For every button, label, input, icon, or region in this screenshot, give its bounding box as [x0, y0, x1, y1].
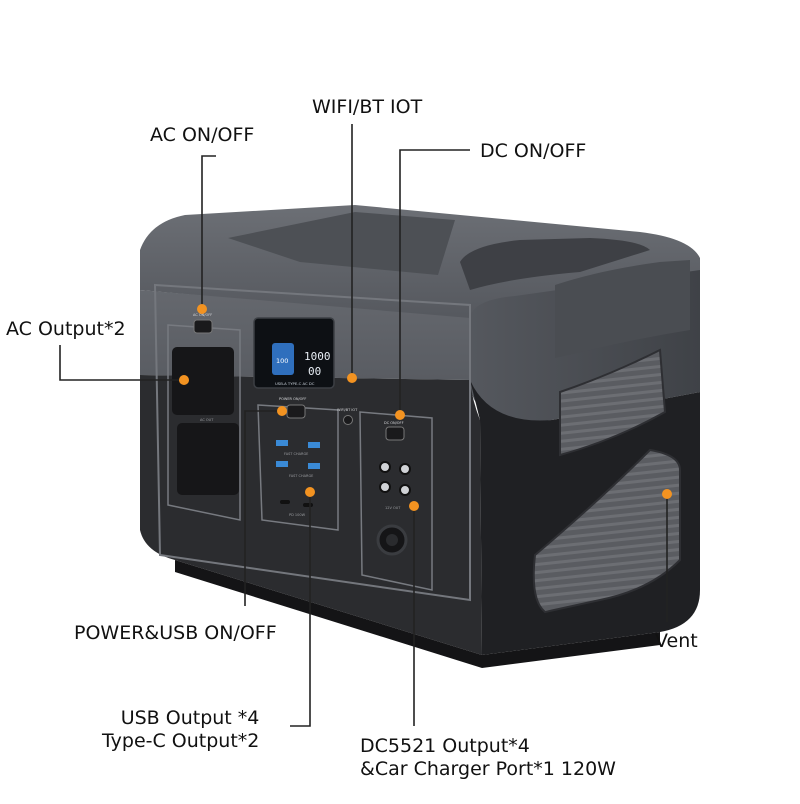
- callout-dc-onoff: DC ON/OFF: [480, 140, 587, 162]
- callout-vent: Vent: [655, 630, 698, 652]
- lid-recess: [228, 212, 455, 275]
- panel-label-power-onoff: POWER ON/OFF: [279, 397, 306, 401]
- marker-dc-onoff: [395, 410, 405, 420]
- marker-power-usb: [277, 406, 287, 416]
- usb-a-port-4[interactable]: [308, 463, 320, 469]
- callout-usb-output: USB Output *4 Type-C Output*2: [102, 707, 260, 752]
- panel-label-fast-charge-1: FAST CHARGE: [284, 452, 308, 456]
- type-c-port-1[interactable]: [280, 500, 290, 504]
- callout-power-usb-onoff: POWER&USB ON/OFF: [74, 622, 277, 644]
- marker-dc5521: [409, 501, 419, 511]
- display-top-reading: 1000: [304, 350, 331, 363]
- display-bottom-reading: 00: [308, 365, 321, 378]
- ac-socket-1[interactable]: [172, 347, 234, 415]
- callout-dc5521-output: DC5521 Output*4 &Car Charger Port*1 120W: [360, 735, 616, 780]
- marker-vent: [662, 489, 672, 499]
- callout-wifi-bt: WIFI/BT IOT: [312, 96, 423, 118]
- panel-label-wifi: WIFI/BT IOT: [337, 408, 358, 412]
- usb-a-port-2[interactable]: [308, 442, 320, 448]
- marker-wifi: [347, 373, 357, 383]
- panel-label-12v-out: 12V OUT: [385, 506, 401, 510]
- battery-level-graphic: [272, 343, 294, 375]
- dc5521-port-4[interactable]: [399, 484, 411, 496]
- vent-upper: [559, 348, 667, 457]
- callout-ac-onoff: AC ON/OFF: [150, 124, 255, 146]
- dc5521-port-2[interactable]: [399, 463, 411, 475]
- leader-dc-onoff: [399, 149, 470, 415]
- leader-power-usb: [244, 410, 282, 606]
- panel-label-dc-onoff: DC ON/OFF: [384, 421, 404, 425]
- leader-ac-output: [59, 345, 184, 381]
- usb-a-port-3[interactable]: [276, 461, 288, 467]
- ac-onoff-button[interactable]: [193, 319, 213, 334]
- vent-lower: [532, 448, 681, 614]
- wifi-bt-indicator: [343, 415, 353, 425]
- panel-label-ac-onoff: AC ON/OFF: [193, 313, 212, 317]
- handle-grip: [555, 260, 690, 358]
- panel-label-ac-out: AC OUT: [200, 418, 214, 422]
- panel-label-pd: PD 100W: [289, 513, 306, 517]
- type-c-port-2[interactable]: [303, 503, 313, 507]
- ac-socket-panel: [167, 319, 241, 521]
- marker-usb-output: [305, 487, 315, 497]
- panel-label-fast-charge-2: FAST CHARGE: [289, 474, 313, 478]
- marker-ac-output: [179, 375, 189, 385]
- power-onoff-button[interactable]: [286, 404, 306, 419]
- dc-onoff-button[interactable]: [385, 426, 405, 441]
- unit-body: 1000 00 100 USB-A TYPE-C AC DC: [140, 205, 700, 668]
- ac-socket-2[interactable]: [177, 423, 239, 495]
- leader-usb-output: [290, 492, 311, 727]
- usb-a-port-1[interactable]: [276, 440, 288, 446]
- markers: [179, 304, 672, 511]
- handle-recess: [460, 238, 650, 290]
- dc-panel: [359, 411, 433, 591]
- dc5521-port-3[interactable]: [379, 481, 391, 493]
- lcd-display: 1000 00 100 USB-A TYPE-C AC DC: [253, 317, 335, 389]
- leader-lines: [59, 124, 668, 727]
- display-battery-percent: 100: [276, 357, 288, 365]
- marker-ac-onoff: [197, 304, 207, 314]
- dc5521-port-1[interactable]: [379, 461, 391, 473]
- display-row-labels: USB-A TYPE-C AC DC: [275, 381, 315, 386]
- leader-ac-onoff: [201, 155, 216, 309]
- bottom-edge: [175, 560, 660, 668]
- front-bezel: [153, 283, 471, 602]
- callout-ac-output: AC Output*2: [6, 318, 126, 340]
